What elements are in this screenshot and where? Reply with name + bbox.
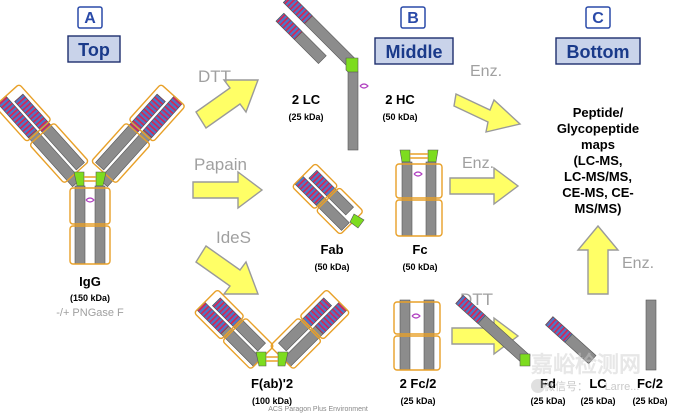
fc2-mass: (25 kDa) xyxy=(400,396,435,406)
panel-c-title: Bottom xyxy=(567,42,630,62)
fc2-fragment xyxy=(393,299,441,371)
igg-molecule xyxy=(0,84,185,265)
fd-mass: (25 kDa) xyxy=(530,396,565,406)
igg-note: -/+ PNGase F xyxy=(56,307,124,319)
watermark-text: 嘉峪检测网 xyxy=(531,352,641,377)
result-line5: LC-MS/MS, xyxy=(564,169,632,184)
lc-bottom-mass: (25 kDa) xyxy=(580,396,615,406)
result-line3: maps xyxy=(581,137,615,152)
fab-name: Fab xyxy=(320,242,343,257)
panel-b-letter: B xyxy=(407,10,419,27)
enz-top-arrow xyxy=(453,92,522,133)
fc-mass: (50 kDa) xyxy=(402,262,437,272)
watermark-brand: Larre... xyxy=(605,381,640,393)
result-line4: (LC-MS, xyxy=(573,153,622,168)
fc-fragment xyxy=(395,149,443,237)
fc2-bottom-name: Fc/2 xyxy=(637,376,663,391)
wechat-icon xyxy=(531,379,545,393)
fc2-name: 2 Fc/2 xyxy=(400,376,437,391)
ides-arrow xyxy=(195,245,260,295)
fc-name: Fc xyxy=(412,242,427,257)
enz-top-label: Enz. xyxy=(470,63,502,80)
enz-mid-arrow xyxy=(449,166,520,206)
fab2-mass: (100 kDa) xyxy=(252,396,292,406)
fab2-fragment xyxy=(194,289,350,369)
dtt-top-arrow xyxy=(195,79,260,129)
igg-mass: (150 kDa) xyxy=(70,293,110,303)
panel-a-header: A Top xyxy=(67,6,121,63)
fd-name: Fd xyxy=(540,376,556,391)
enz-mid-label: Enz. xyxy=(462,155,494,172)
enz-right-label: Enz. xyxy=(622,255,654,272)
hc-name: 2 HC xyxy=(385,92,415,107)
ides-label: IdeS xyxy=(216,228,251,247)
panel-c-letter: C xyxy=(592,10,604,27)
igg-name: IgG xyxy=(79,274,101,289)
bottom-right-fragments xyxy=(455,294,657,371)
panel-b-header: B Middle xyxy=(374,6,454,65)
fc2-bottom-mass: (25 kDa) xyxy=(632,396,667,406)
enz-right-arrow xyxy=(576,224,620,295)
lc-bottom-name: LC xyxy=(589,376,607,391)
result-line7: MS/MS) xyxy=(575,201,622,216)
fab-mass: (50 kDa) xyxy=(314,262,349,272)
result-line6: CE-MS, CE- xyxy=(562,185,634,200)
panel-c-header: C Bottom xyxy=(555,6,641,65)
lc-mass: (25 kDa) xyxy=(288,112,323,122)
result-line2: Glycopeptide xyxy=(557,121,639,136)
watermark-wechat: 微信号： xyxy=(544,379,588,393)
papain-label: Papain xyxy=(194,155,247,174)
fab2-name: F(ab)'2 xyxy=(251,376,293,391)
result-block: Peptide/ Glycopeptide maps (LC-MS, LC-MS… xyxy=(557,105,639,216)
panel-a-title: Top xyxy=(78,40,110,60)
result-line1: Peptide/ xyxy=(573,105,624,120)
dtt-top-label: DTT xyxy=(198,67,231,86)
lc-hc-fragments xyxy=(275,0,369,151)
hc-mass: (50 kDa) xyxy=(382,112,417,122)
papain-arrow xyxy=(192,170,264,210)
fab-fragment xyxy=(292,163,365,235)
panel-a-letter: A xyxy=(84,10,96,27)
watermark: 嘉峪检测网 微信号： Larre... xyxy=(531,352,641,393)
footer-environment: ACS Paragon Plus Environment xyxy=(268,406,368,413)
lc-name: 2 LC xyxy=(292,92,321,107)
panel-b-title: Middle xyxy=(386,42,443,62)
